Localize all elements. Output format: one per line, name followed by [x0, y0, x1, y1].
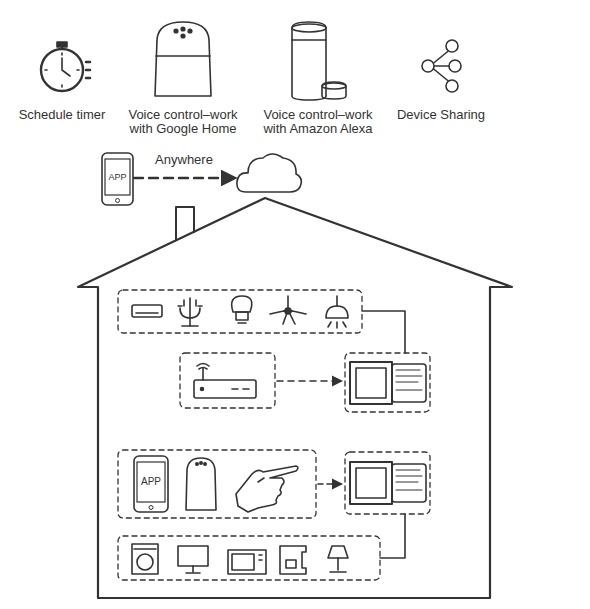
feature-caption: Device Sharing: [386, 108, 496, 122]
amazon-echo-icon: [292, 22, 346, 100]
switch-module: [345, 353, 430, 412]
phone-app: APP: [128, 455, 174, 513]
wire-top: [362, 311, 405, 353]
share-icon: [422, 40, 461, 92]
router-arrow: [277, 380, 342, 382]
app-text: APP: [96, 172, 139, 183]
control-group: [118, 450, 316, 518]
wire-bottom: [380, 514, 405, 558]
appliance-group-top: [118, 290, 362, 333]
timer-icon: [41, 42, 90, 91]
link-label: Anywhere: [139, 153, 229, 167]
switch-module: [345, 452, 430, 514]
app-text: APP: [128, 476, 174, 488]
cloud-icon: [237, 154, 301, 192]
google-home-icon: [155, 22, 211, 96]
feature-caption: Voice control–work with Google Home: [119, 108, 247, 136]
control-arrow: [318, 483, 342, 485]
cloud-arrow: [134, 177, 236, 179]
house-outline: [78, 198, 512, 598]
router-group: [180, 353, 275, 408]
phone-app: APP: [96, 152, 139, 206]
appliance-group-bottom: [118, 536, 380, 580]
feature-caption: Voice control–work with Amazon Alexa: [254, 108, 382, 136]
feature-caption: Schedule timer: [7, 108, 117, 122]
